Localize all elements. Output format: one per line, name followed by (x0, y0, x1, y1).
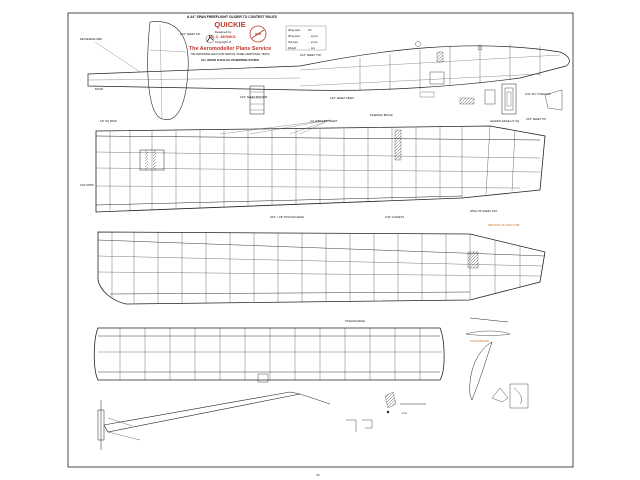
glider-pilot-emblem (205, 34, 215, 44)
rib-sections: TAILPLANE RIB (465, 317, 511, 403)
dihedral-label: DIHEDRAL BRACE (370, 113, 393, 117)
specs-table: Wing span 44" Wing area ... sq ins Tail … (285, 25, 327, 51)
wing-fixing-detail (419, 91, 475, 105)
spec-value: ... sq ins (308, 40, 318, 44)
designer-name: R. C. MONKS (210, 34, 235, 39)
trailing-edge-label: 3/16" x 1/8" TRAILING EDGE (270, 215, 304, 219)
small-parts: C.G. (346, 383, 529, 432)
spec-key: Tail area (288, 40, 298, 44)
tailplane-rib-note: TAILPLANE RIB (470, 339, 489, 343)
copyright-label: Copyright of (215, 40, 231, 44)
title-header: A 44" SPAN FREEFLIGHT GLIDER TO CONTEST … (187, 15, 278, 19)
spec-value: 44" (308, 28, 312, 32)
spec-value: ... sq ins (308, 34, 318, 38)
boom-label: BOOM (95, 87, 103, 91)
fin-label: 1/16" SHEET FIN (180, 32, 200, 36)
wing-tip-note: WING TIP SHEET 1/16" (470, 209, 498, 213)
dethermaliser-label: DETHERMALISER (80, 37, 102, 41)
dowel-icon (415, 41, 421, 47)
tail-trailing-label: TRAILING EDGE (345, 319, 365, 323)
spec-key: Weight (288, 46, 296, 50)
spar-label: 1/8" SQ SPAR (100, 119, 117, 123)
fin-side-view (97, 391, 331, 450)
fuse-sides-label: 1/16" SHEET SIDES (330, 96, 354, 100)
cap-strip-label: CAP STRIP (80, 183, 94, 187)
gussets-label: 1/32" GUSSETS (385, 215, 404, 219)
publisher-name: The Aeromodeller Plans Service (189, 46, 271, 52)
plan-title: QUICKIE (214, 20, 245, 29)
designed-by: Designed by (215, 30, 232, 34)
spec-value: ... ozs (308, 47, 316, 50)
towhook-detail (484, 83, 563, 115)
section-note: SECTION OF ROOT RIB (488, 223, 519, 227)
tip-label: 1/16" SHEET TIP (526, 117, 546, 121)
wing-plan-right (97, 231, 546, 305)
balsa-note: ALL WOOD IS BALSA OTHERWISE STATED (201, 58, 259, 62)
fuse-bottom-label: 1/16" SHEET BOTTOM (240, 95, 267, 99)
fuse-top-label: 1/16" SHEET TOP (300, 53, 322, 57)
page-number: 22 (316, 473, 320, 477)
spec-key: Wing area (288, 34, 300, 38)
title-block: A 44" SPAN FREEFLIGHT GLIDER TO CONTEST … (187, 15, 278, 62)
leading-edge-label: LEADING EDGE 1/4" SQ (490, 119, 519, 123)
ballast-box (429, 71, 445, 85)
wing-plan-left: ALL RIBS 1/16" SHEET LEADING EDGE 1/4" S… (80, 113, 546, 219)
spec-key: Wing span (288, 28, 301, 32)
fuselage-side-view: BOOM 1/16" SHEET TOP 1/16" SHEET BOTTOM … (80, 37, 570, 100)
fuselage-cross-section (249, 85, 265, 115)
aeromodeller-logo (249, 25, 267, 43)
tailplane-plan: TRAILING EDGE (93, 319, 445, 383)
towhook-label: 1/32" PLY TOWHOOK (525, 92, 551, 96)
cg-mark: C.G. (402, 411, 408, 415)
publisher-address: THE AEROMODELLER PLANS SERVICE, HEMEL HE… (190, 53, 270, 56)
sheet-border (67, 12, 574, 468)
